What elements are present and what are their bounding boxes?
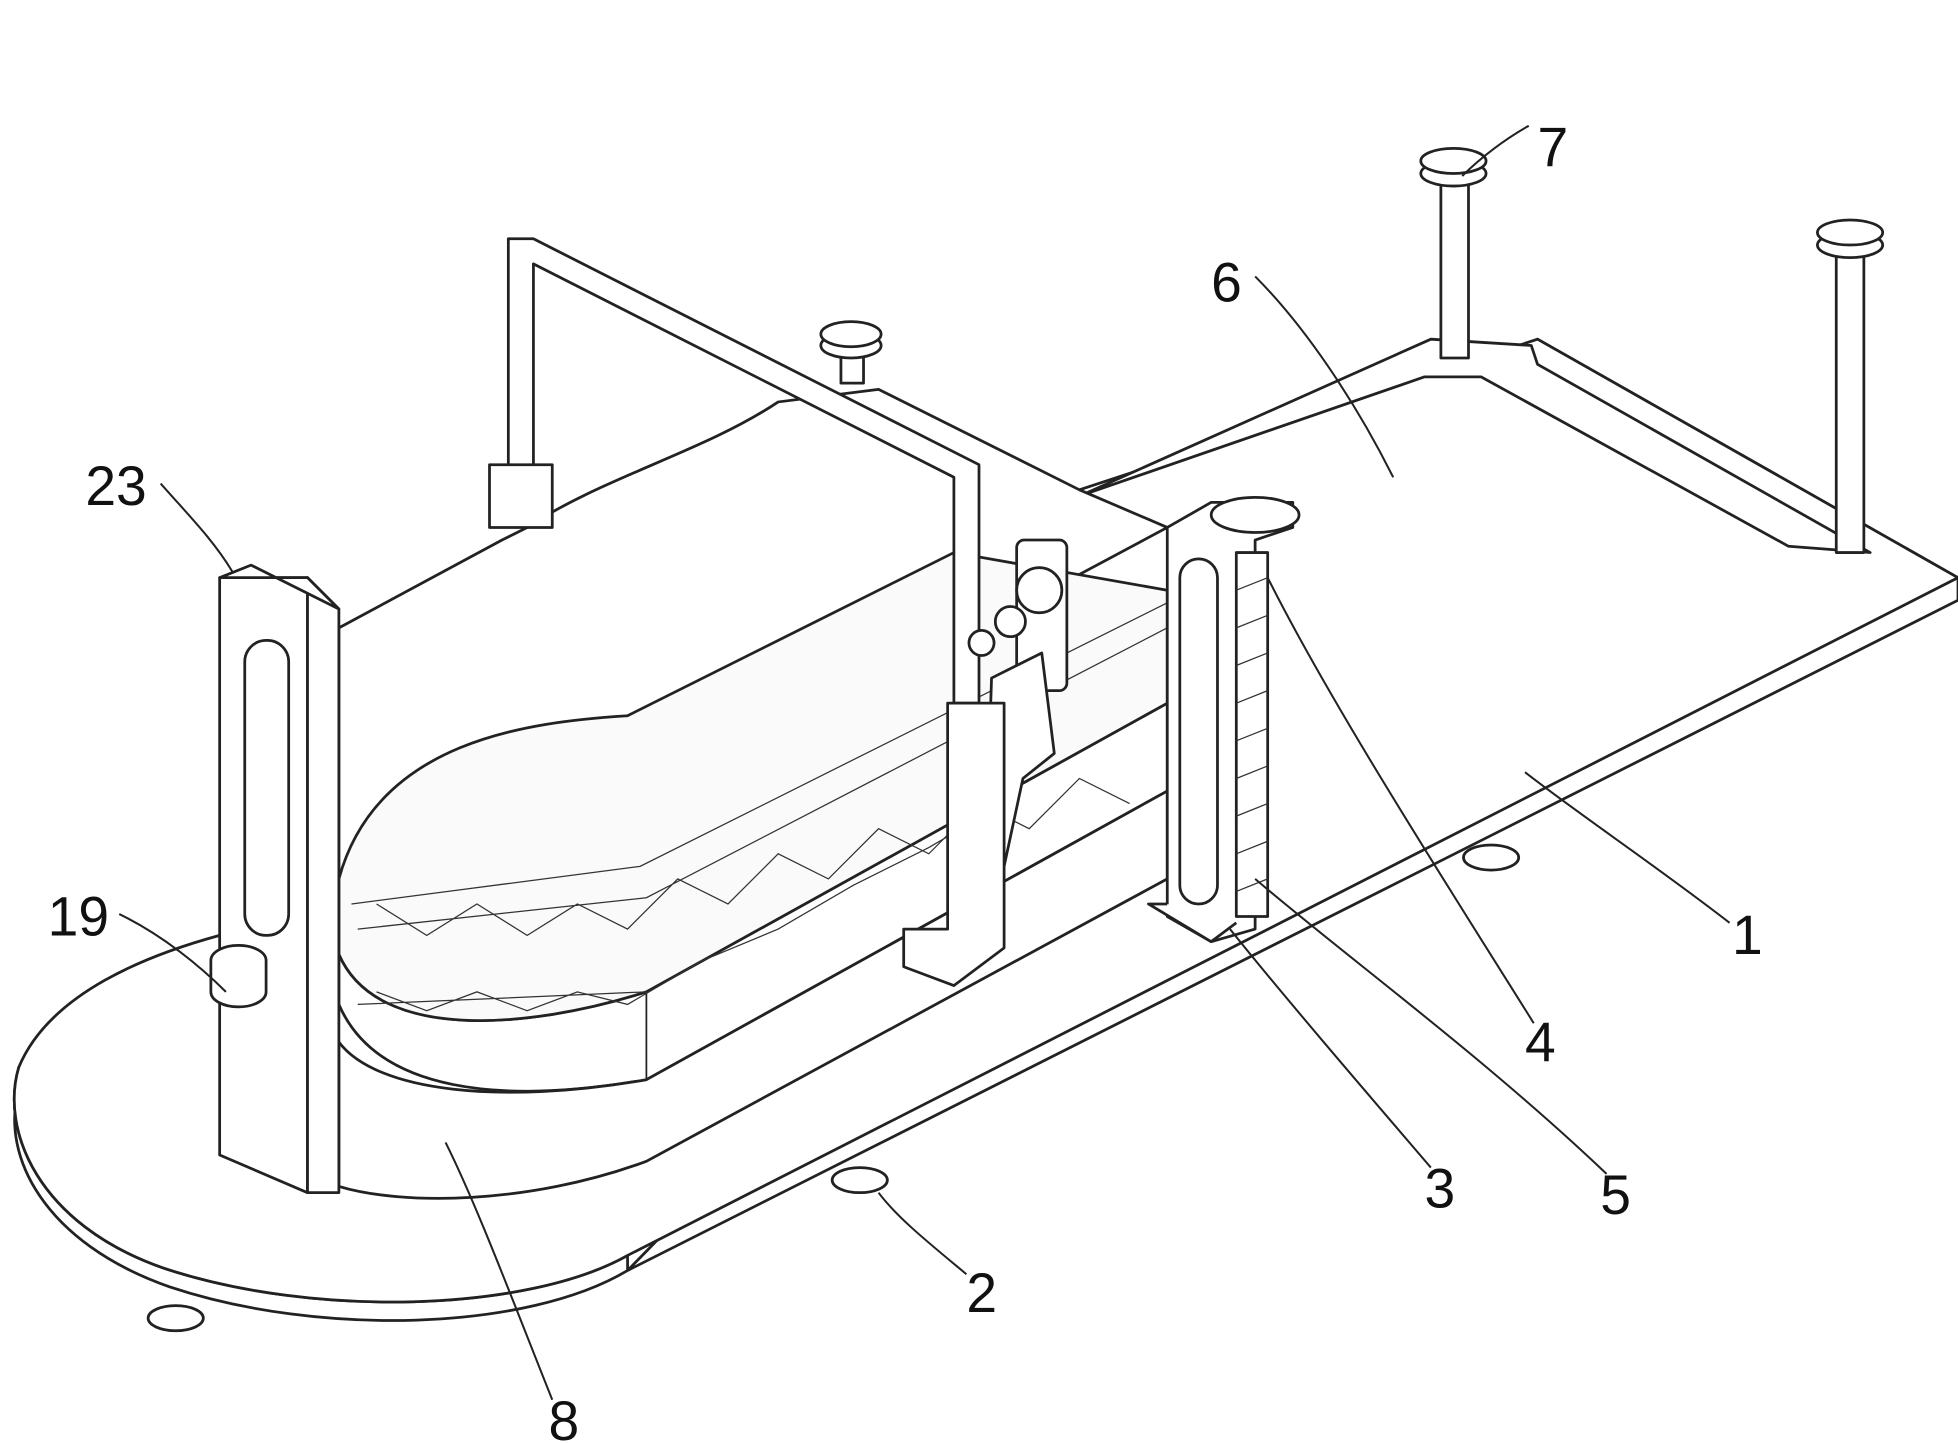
conveyor-housing (339, 389, 1167, 1198)
label-23: 23 (85, 455, 146, 517)
label-3: 3 (1425, 1158, 1456, 1220)
label-8: 8 (548, 1390, 579, 1444)
label-5: 5 (1600, 1164, 1631, 1226)
label-6: 6 (1211, 252, 1242, 314)
label-2: 2 (966, 1262, 997, 1324)
upright-left (211, 565, 339, 1193)
label-19: 19 (48, 885, 109, 947)
label-7: 7 (1538, 116, 1569, 178)
label-1: 1 (1732, 904, 1763, 966)
label-4: 4 (1525, 1011, 1556, 1073)
